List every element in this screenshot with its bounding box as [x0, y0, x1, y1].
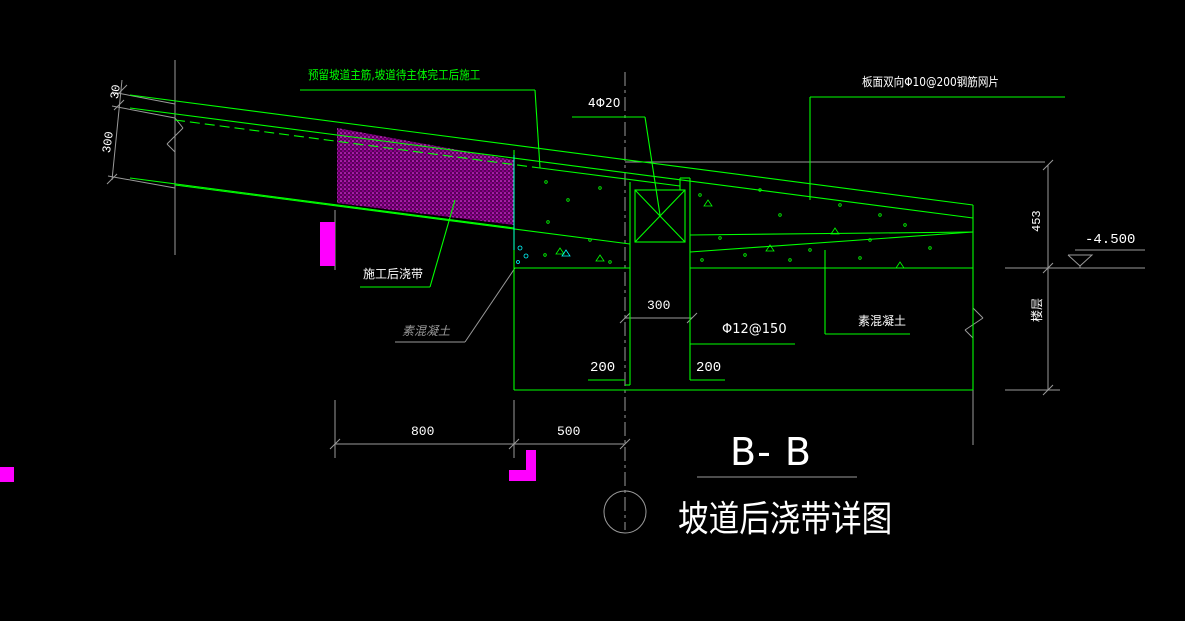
note-mesh: 板面双向Φ10@200钢筋网片: [862, 75, 999, 89]
dim-30: 30: [108, 83, 124, 100]
label-4phi20: 4Φ20: [588, 96, 621, 110]
label-plain-concrete-left: 素混凝土: [402, 324, 451, 338]
dim-500: 500: [557, 424, 581, 439]
concrete-aggregate: [543, 180, 932, 269]
drawing-name: 坡道后浇带详图: [678, 499, 893, 540]
construction-lines: [106, 60, 1145, 534]
dim-453: 453: [1030, 210, 1044, 232]
dim-300-gap: 300: [647, 298, 671, 313]
label-rebar-spacing: Φ12@150: [722, 322, 787, 337]
post-pour-strip-hatch: [337, 128, 514, 225]
label-post-pour-strip: 施工后浇带: [363, 267, 424, 281]
dim-200-left: 200: [590, 360, 616, 376]
magenta-markers: [0, 222, 536, 482]
label-floor: 楼层: [1030, 297, 1044, 322]
dim-800: 800: [411, 424, 435, 439]
elevation-label: -4.500: [1085, 232, 1136, 248]
dim-300-slab: 300: [100, 130, 117, 154]
section-title: B- B: [730, 430, 812, 474]
cyan-marks: [513, 155, 571, 264]
label-plain-concrete-right: 素混凝土: [858, 314, 907, 328]
dim-200-right: 200: [696, 360, 722, 376]
note-reserved-rebar: 预留坡道主筋,坡道待主体完工后施工: [308, 68, 481, 82]
slab-structure: [129, 89, 1065, 391]
